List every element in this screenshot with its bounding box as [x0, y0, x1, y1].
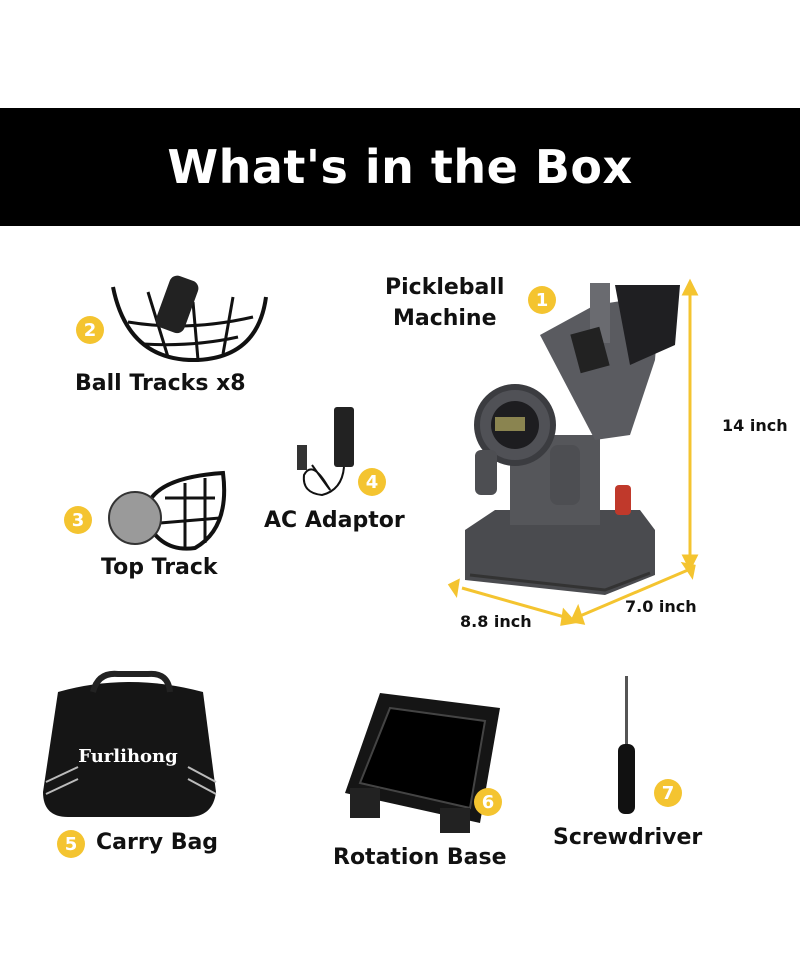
- rotation-base-label: Rotation Base: [333, 845, 507, 870]
- screwdriver-image: [618, 676, 635, 814]
- number-badge-5: 5: [57, 830, 85, 858]
- width-dimension-label: 8.8 inch: [460, 612, 532, 631]
- number-badge-4: 4: [358, 468, 386, 496]
- top-track-label: Top Track: [101, 555, 218, 580]
- title-banner: What's in the Box: [0, 108, 800, 226]
- height-dimension-label: 14 inch: [722, 416, 788, 435]
- number-badge-1: 1: [528, 286, 556, 314]
- carry-bag-label: Carry Bag: [96, 830, 219, 855]
- label-line-1: Pickleball: [385, 275, 505, 300]
- label-line-2: Machine: [392, 306, 497, 331]
- bag-brand-logo: Furlihong: [78, 746, 178, 767]
- number-badge-7: 7: [654, 779, 682, 807]
- carry-bag-image: Furlihong: [43, 670, 217, 817]
- page-title: What's in the Box: [167, 140, 633, 194]
- ac-adaptor-label: AC Adaptor: [264, 508, 405, 533]
- number-badge-2: 2: [76, 316, 104, 344]
- ball-tracks-label: Ball Tracks x8: [75, 371, 246, 396]
- dimension-arrows: [447, 278, 699, 626]
- number-badge-3: 3: [64, 506, 92, 534]
- pickleball-machine-image: [465, 283, 680, 595]
- screwdriver-label: Screwdriver: [553, 825, 703, 850]
- ac-adaptor-image: [297, 407, 354, 497]
- rotation-base-image: [345, 693, 500, 833]
- depth-dimension-label: 7.0 inch: [625, 597, 697, 616]
- pickleball-machine-label: Pickleball Machine: [385, 272, 504, 334]
- top-track-image: [108, 470, 227, 551]
- ball-tracks-image: [111, 275, 268, 363]
- number-badge-6: 6: [474, 788, 502, 816]
